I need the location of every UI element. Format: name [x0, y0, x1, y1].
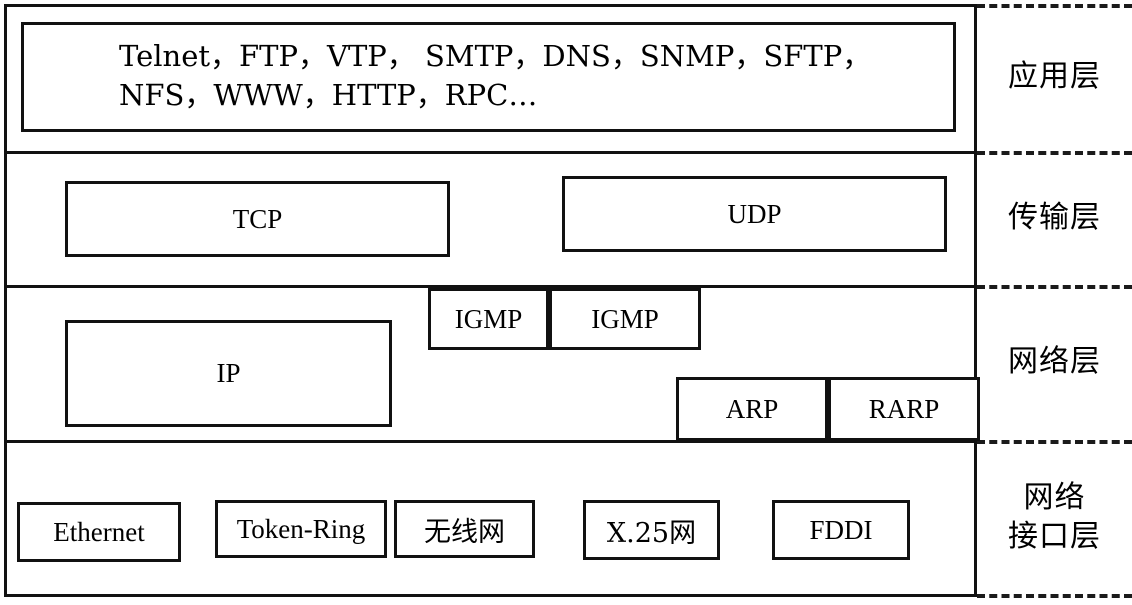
- protocol-box-wireless: 无线网: [394, 500, 535, 558]
- protocol-box-rarp: RARP: [828, 377, 980, 441]
- divider-transport-network: [4, 285, 977, 288]
- dashed-line-application-transport: [977, 151, 1132, 155]
- protocol-label-igmp-1: IGMP: [454, 303, 523, 334]
- layer-label-transport: 传输层: [1008, 199, 1101, 235]
- protocol-label-token-ring: Token-Ring: [236, 513, 366, 544]
- protocol-box-ip: IP: [65, 320, 392, 427]
- protocol-label-rarp: RARP: [868, 393, 940, 424]
- dashed-line-top: [977, 4, 1132, 8]
- dashed-line-transport-network: [977, 285, 1132, 289]
- protocol-box-udp: UDP: [562, 176, 947, 252]
- protocol-label-wireless: 无线网: [424, 516, 505, 548]
- protocol-box-arp: ARP: [676, 377, 828, 441]
- protocol-box-token-ring: Token-Ring: [215, 500, 387, 558]
- protocol-box-x25: X.25网: [583, 500, 720, 560]
- application-protocols-line-1: Telnet，FTP，VTP， SMTP，DNS，SNMP，SFTP，: [119, 39, 872, 73]
- application-protocols-line-2: NFS，WWW，HTTP，RPC…: [119, 78, 538, 113]
- protocol-label-ethernet: Ethernet: [53, 516, 145, 547]
- protocol-label-arp: ARP: [725, 393, 779, 424]
- divider-network-interface: [4, 440, 977, 443]
- layer-label-application: 应用层: [1008, 59, 1101, 95]
- protocol-box-tcp: TCP: [65, 181, 450, 257]
- dashed-line-network-interface: [977, 440, 1132, 444]
- protocol-box-fddi: FDDI: [772, 500, 910, 560]
- layer-label-network: 网络层: [1008, 344, 1101, 380]
- layer-label-network-interface: 网络 接口层: [1008, 480, 1101, 554]
- dashed-line-bottom: [977, 594, 1132, 598]
- protocol-label-ip: IP: [216, 358, 241, 388]
- protocol-box-igmp-2: IGMP: [549, 288, 701, 350]
- protocol-label-fddi: FDDI: [809, 514, 873, 545]
- protocol-label-udp: UDP: [727, 198, 782, 229]
- protocol-label-x25: X.25网: [606, 517, 697, 549]
- protocol-box-ethernet: Ethernet: [17, 502, 181, 562]
- protocol-box-igmp-1: IGMP: [428, 288, 549, 350]
- divider-application-transport: [4, 151, 977, 154]
- application-protocols-box: Telnet，FTP，VTP， SMTP，DNS，SNMP，SFTP， NFS，…: [21, 22, 956, 132]
- protocol-label-igmp-2: IGMP: [591, 303, 659, 334]
- protocol-label-tcp: TCP: [232, 203, 283, 234]
